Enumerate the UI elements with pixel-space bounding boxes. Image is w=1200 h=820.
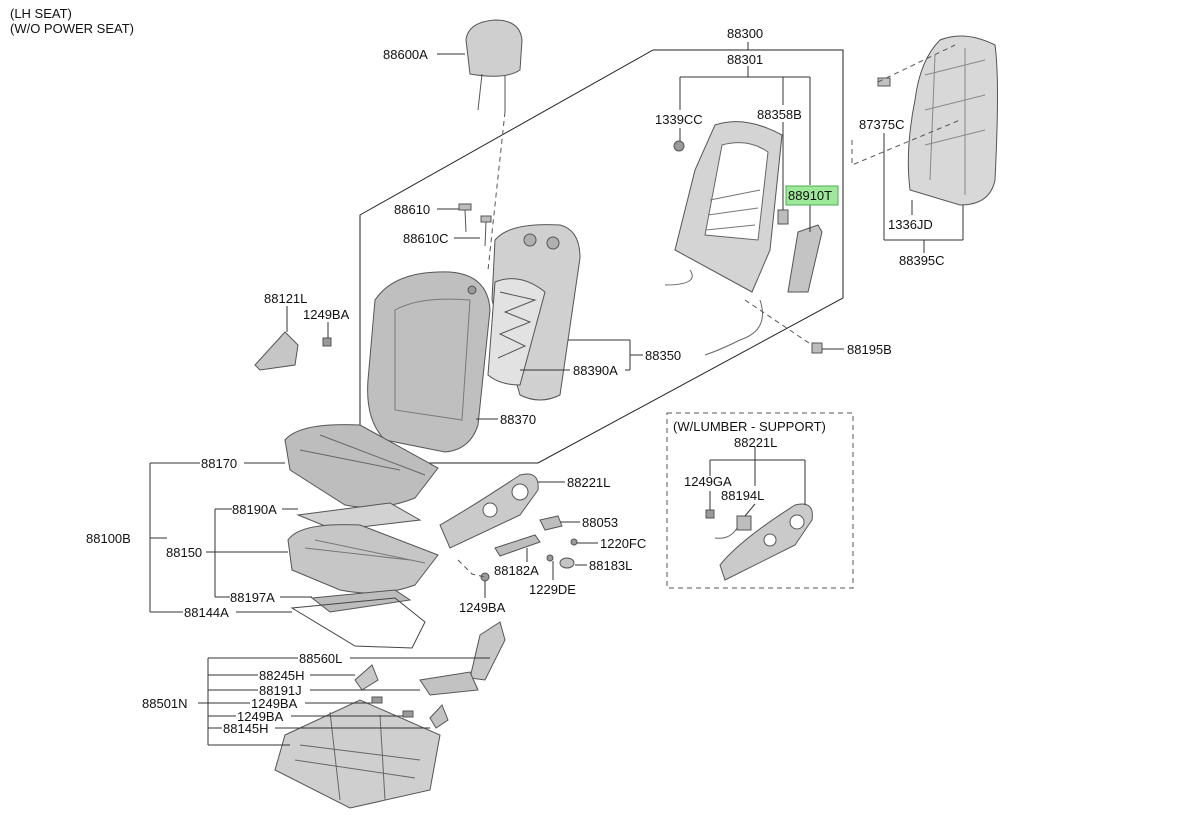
part-label-1249ga[interactable]: 1249GA: [684, 474, 732, 489]
part-label-88145h[interactable]: 88145H: [223, 721, 269, 736]
part-label-88100b[interactable]: 88100B: [86, 531, 131, 546]
part-label-88600a[interactable]: 88600A: [383, 47, 428, 62]
lumbar-support-title: (W/LUMBER - SUPPORT): [673, 419, 826, 434]
part-label-1249ba-track-a[interactable]: 1249BA: [251, 696, 298, 711]
seat-back-board-illustration: [851, 35, 998, 206]
part-label-88560l[interactable]: 88560L: [299, 651, 342, 666]
seat-track-assembly-illustration: [274, 621, 506, 809]
part-label-88144a[interactable]: 88144A: [184, 605, 229, 620]
part-label-88190a[interactable]: 88190A: [232, 502, 277, 517]
header-line-lh-seat: (LH SEAT): [10, 6, 72, 21]
part-label-88358b[interactable]: 88358B: [757, 107, 802, 122]
lumbar-support-frame: [666, 412, 854, 589]
header-line-wo-power-seat: (W/O POWER SEAT): [10, 21, 134, 36]
seat-back-pad-illustration: [487, 278, 546, 386]
recliner-handle-parts-illustration: [457, 515, 578, 582]
part-label-88150[interactable]: 88150: [166, 545, 202, 560]
headrest-illustration: [465, 19, 523, 271]
part-label-88610[interactable]: 88610: [394, 202, 430, 217]
part-label-88191j[interactable]: 88191J: [259, 683, 302, 698]
lumbar-support-parts-illustration: [705, 503, 813, 581]
part-label-1249ba-cover[interactable]: 1249BA: [459, 600, 506, 615]
highlight-box-88910t: [785, 185, 839, 206]
part-label-1336jd[interactable]: 1336JD: [888, 217, 933, 232]
part-label-88183l[interactable]: 88183L: [589, 558, 632, 573]
part-label-87375c[interactable]: 87375C: [859, 117, 905, 132]
cushion-mat-illustration: [296, 502, 422, 531]
part-label-88182a[interactable]: 88182A: [494, 563, 539, 578]
leader-lines: [149, 42, 964, 746]
side-shield-cover-illustration: [439, 473, 539, 549]
part-label-1249ba-bracket[interactable]: 1249BA: [303, 307, 350, 322]
part-label-88300[interactable]: 88300: [727, 26, 763, 41]
part-label-88194l[interactable]: 88194L: [721, 488, 764, 503]
part-label-88501n[interactable]: 88501N: [142, 696, 188, 711]
part-label-88370[interactable]: 88370: [500, 412, 536, 427]
part-label-88170[interactable]: 88170: [201, 456, 237, 471]
seat-cushion-cover-illustration: [284, 424, 439, 508]
part-label-1220fc[interactable]: 1220FC: [600, 536, 646, 551]
part-label-88195b[interactable]: 88195B: [847, 342, 892, 357]
side-bracket-88121l-illustration: [254, 331, 332, 371]
part-label-88610c[interactable]: 88610C: [403, 231, 449, 246]
seat-cushion-pad-illustration: [287, 524, 439, 594]
seat-back-front-cover-illustration: [367, 271, 491, 453]
part-label-88197a[interactable]: 88197A: [230, 590, 275, 605]
part-label-88301[interactable]: 88301: [727, 52, 763, 67]
part-label-88390a[interactable]: 88390A: [573, 363, 618, 378]
cushion-base-outline-illustration: [290, 597, 426, 649]
part-labels: 88600A 88300 88301 1339CC 88358B 87375C …: [86, 26, 945, 736]
part-label-1229de[interactable]: 1229DE: [529, 582, 576, 597]
part-label-88053[interactable]: 88053: [582, 515, 618, 530]
part-label-88221l-lumbar[interactable]: 88221L: [734, 435, 777, 450]
seat-back-frame-illustration: [664, 121, 823, 356]
bolt-88195b-illustration: [744, 299, 823, 354]
part-label-88350[interactable]: 88350: [645, 348, 681, 363]
part-label-88121l[interactable]: 88121L: [264, 291, 307, 306]
part-label-1249ba-track-b[interactable]: 1249BA: [237, 709, 284, 724]
part-label-88245h[interactable]: 88245H: [259, 668, 305, 683]
part-label-88221l[interactable]: 88221L: [567, 475, 610, 490]
part-label-1339cc[interactable]: 1339CC: [655, 112, 703, 127]
part-label-88395c[interactable]: 88395C: [899, 253, 945, 268]
guide-pin-illustrations: [458, 203, 492, 247]
part-label-88910t[interactable]: 88910T: [788, 188, 832, 203]
